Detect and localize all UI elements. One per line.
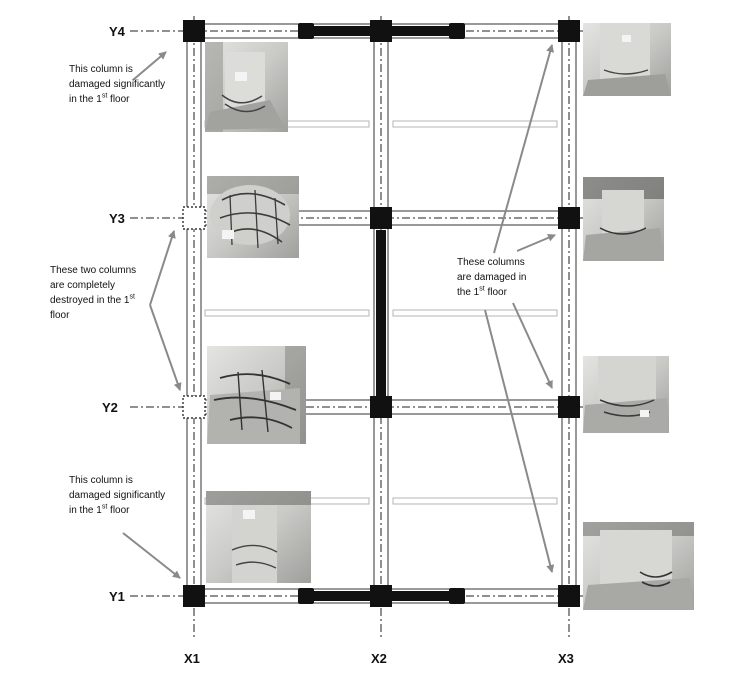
columns [183,20,580,607]
photo-column-x1-y1 [206,491,311,583]
wall-end-y4-a [298,23,314,39]
photo-column-x3-y1 [583,522,694,610]
column-x2-y1 [370,585,392,607]
column-x1-y2-destroyed [182,395,206,419]
arrow-top-left [132,51,167,81]
column-x1-y1 [183,585,205,607]
photos [205,23,694,610]
column-x3-y3 [558,207,580,229]
column-x3-y1 [558,585,580,607]
photo-column-x1-y4 [205,42,288,132]
column-x1-y4 [183,20,205,42]
column-x2-y2 [370,396,392,418]
annotation-bottom-left: This column is damaged significantly in … [69,475,166,516]
label-y4: Y4 [109,24,126,39]
label-y1: Y1 [109,589,125,604]
label-y2: Y2 [102,400,118,415]
annotation-right: These columns are damaged in the 1st flo… [457,257,527,298]
column-x2-y4 [370,20,392,42]
arrow-right-to-y4 [493,44,554,254]
axis-labels: Y4 Y3 Y2 Y1 X1 X2 X3 [102,24,574,666]
photo-column-x3-y3 [583,177,664,261]
shear-wall-x2 [376,230,386,402]
arrow-bottom-left [122,532,181,579]
arrow-right-to-y3 [516,234,556,252]
wall-end-y1-b [449,588,465,604]
label-y3: Y3 [109,211,125,226]
wall-end-y1-a [298,588,314,604]
arrow-middle-left-down [149,304,182,391]
annotation-top-left: This column is damaged significantly in … [69,64,166,105]
column-x1-y3-destroyed [182,206,206,230]
destroyed-columns [182,206,206,419]
arrow-right-to-y1 [484,309,555,573]
arrow-middle-left-up [149,230,176,306]
photo-column-x3-y2 [583,356,669,433]
arrows [122,44,556,579]
photo-column-x1-y2 [207,346,306,444]
photo-column-x1-y3 [207,176,299,258]
column-x2-y3 [370,207,392,229]
photo-column-x3-y4 [583,23,671,96]
arrow-right-to-y2 [512,302,553,389]
annotation-middle-left: These two columns are completely destroy… [50,265,137,321]
column-x3-y4 [558,20,580,42]
gridlines [130,16,585,640]
label-x2: X2 [371,651,387,666]
wall-end-y4-b [449,23,465,39]
label-x3: X3 [558,651,574,666]
label-x1: X1 [184,651,200,666]
column-x3-y2 [558,396,580,418]
